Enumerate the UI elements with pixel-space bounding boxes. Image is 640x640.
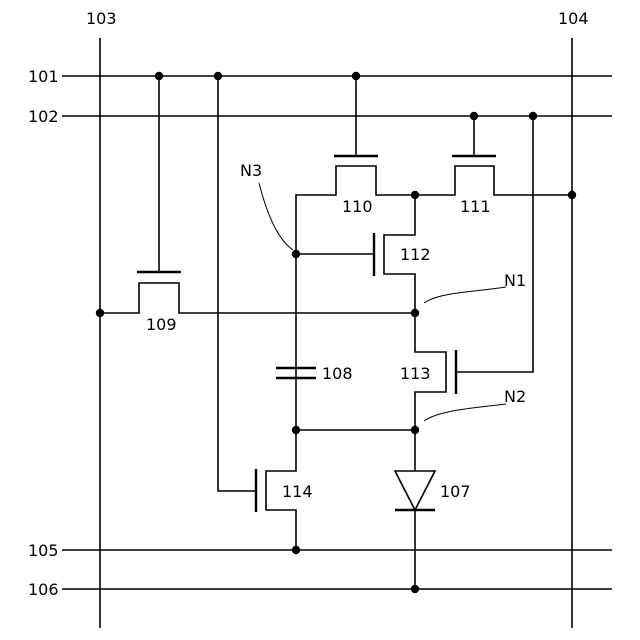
label-105: 105 <box>28 541 59 560</box>
label-n1: N1 <box>504 271 526 290</box>
junction-dot <box>96 309 104 317</box>
label-n2: N2 <box>504 387 526 406</box>
diode-107 <box>395 430 435 589</box>
leader-n3 <box>259 183 293 250</box>
label-104: 104 <box>558 9 589 28</box>
junction-dot <box>352 72 360 80</box>
junction-dot <box>214 72 222 80</box>
junction-dot <box>529 112 537 120</box>
junction-dot <box>155 72 163 80</box>
junction-dot <box>411 426 419 434</box>
label-110: 110 <box>342 197 373 216</box>
junction-dot <box>292 546 300 554</box>
junction-dot <box>292 426 300 434</box>
label-102: 102 <box>28 107 59 126</box>
label-n3: N3 <box>240 161 262 180</box>
label-109: 109 <box>146 315 177 334</box>
label-113: 113 <box>400 364 431 383</box>
junction-dot <box>470 112 478 120</box>
junction-dot <box>411 585 419 593</box>
transistor-111 <box>415 116 572 195</box>
label-111: 111 <box>460 197 491 216</box>
junction-dot <box>411 309 419 317</box>
label-107: 107 <box>440 482 471 501</box>
label-114: 114 <box>282 482 313 501</box>
junction-dot <box>568 191 576 199</box>
label-101: 101 <box>28 67 59 86</box>
label-106: 106 <box>28 580 59 599</box>
label-108: 108 <box>322 364 353 383</box>
leader-n1 <box>424 287 506 303</box>
transistor-109 <box>100 76 415 313</box>
junction-dot <box>292 250 300 258</box>
label-112: 112 <box>400 245 431 264</box>
label-103: 103 <box>86 9 117 28</box>
leader-n2 <box>424 404 506 421</box>
junction-dot <box>411 191 419 199</box>
